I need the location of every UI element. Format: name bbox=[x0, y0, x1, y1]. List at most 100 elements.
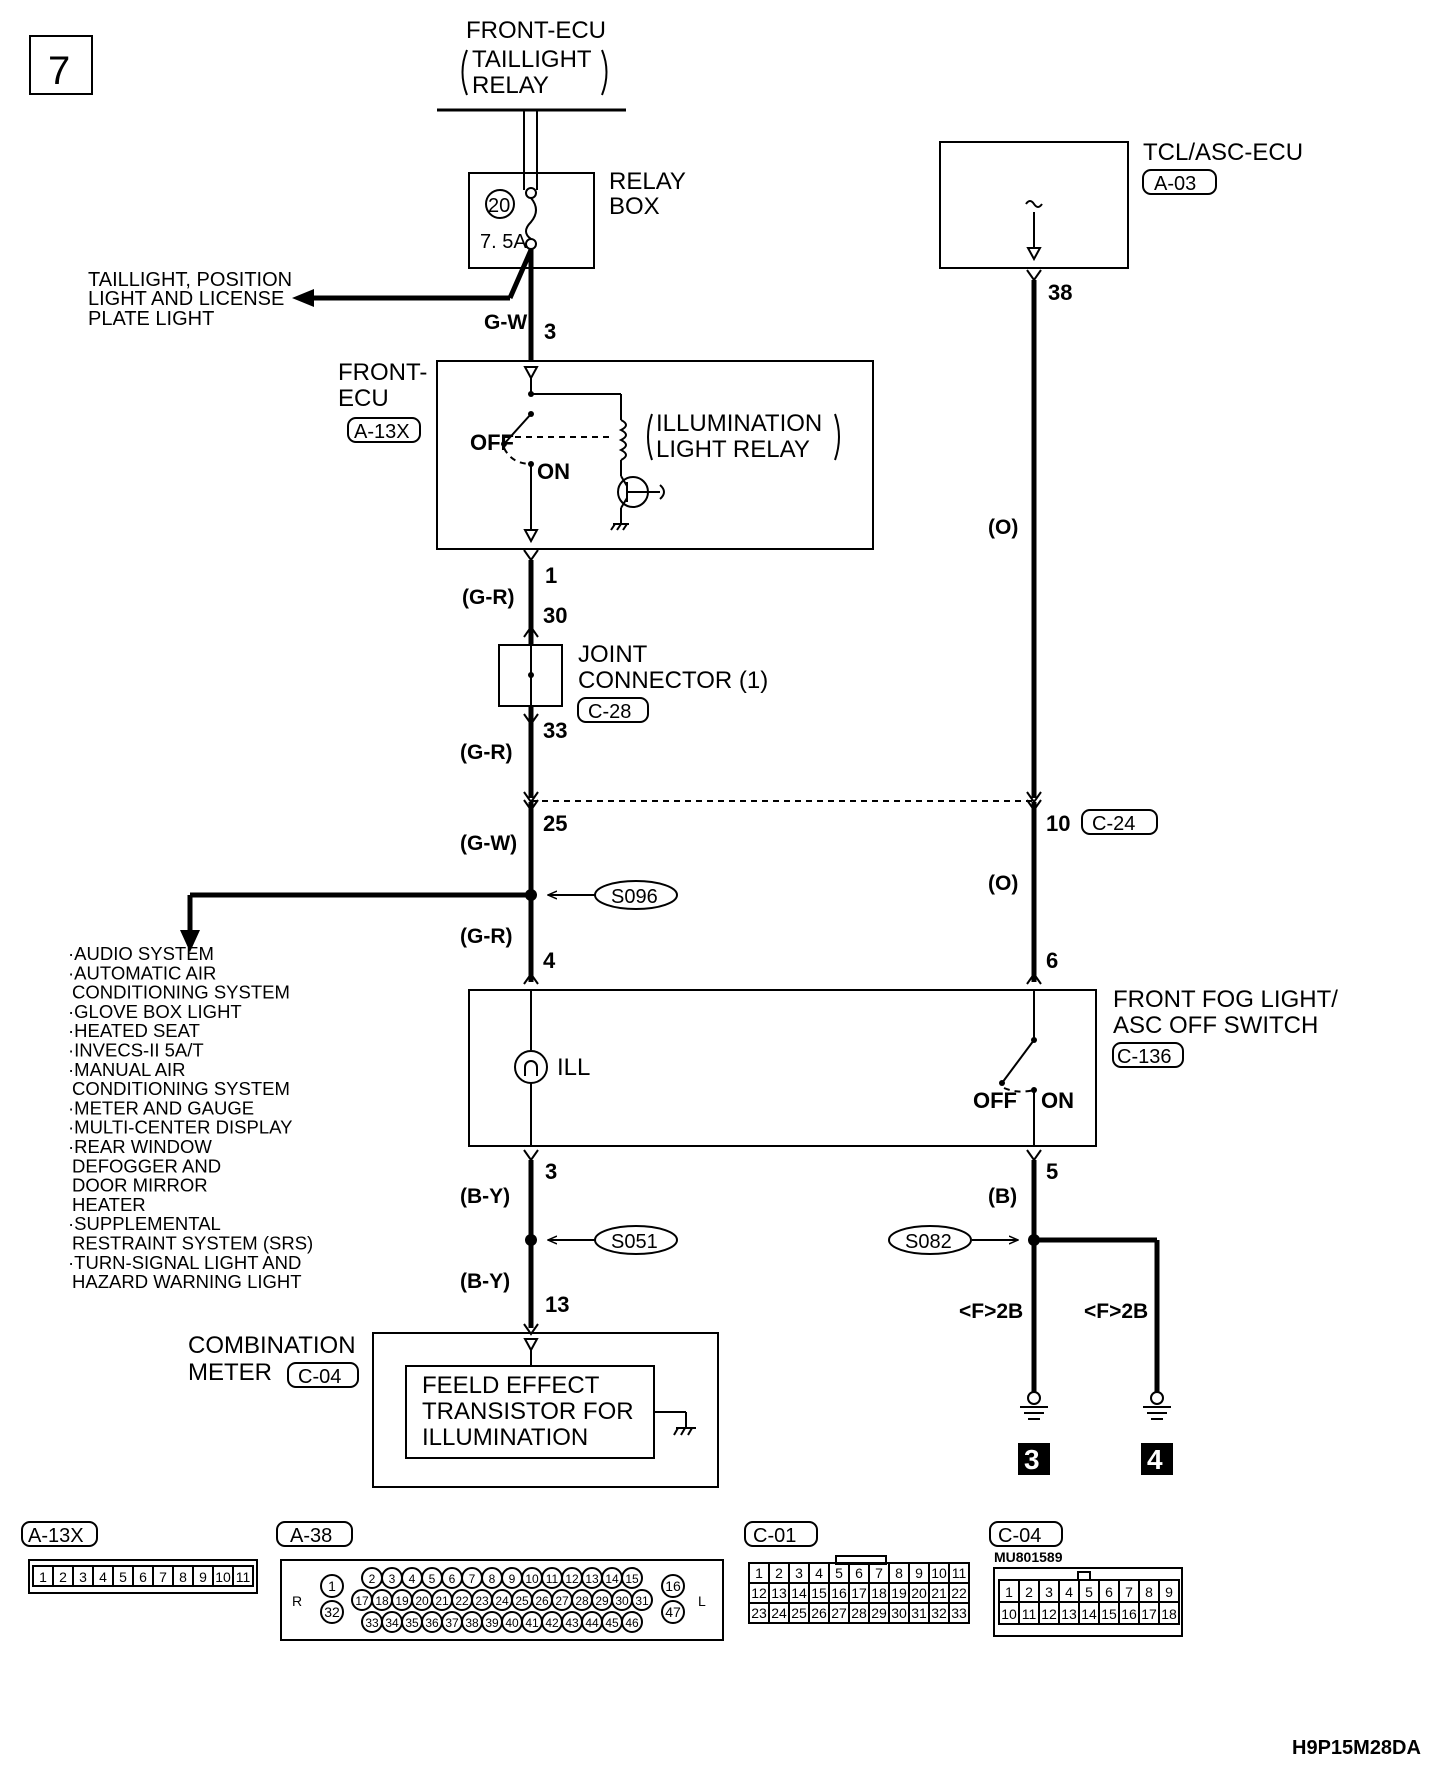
connector-pin: 28 bbox=[575, 1594, 589, 1608]
page-number: 7 bbox=[48, 49, 70, 93]
connector-pin: 5 bbox=[429, 1572, 436, 1586]
relay-box-title1: RELAY bbox=[609, 168, 686, 195]
connector-pin: 21 bbox=[931, 1585, 947, 1601]
connector-pin: 11 bbox=[952, 1565, 967, 1581]
pin-33: 33 bbox=[543, 718, 567, 743]
connector-pin: 5 bbox=[119, 1569, 127, 1585]
meter-title1: COMBINATION bbox=[188, 1332, 356, 1359]
connector-pin: 2 bbox=[775, 1565, 783, 1581]
connector-pin: 27 bbox=[555, 1594, 569, 1608]
ground-number-a: 3 bbox=[1024, 1444, 1040, 1475]
connector-pin: 18 bbox=[1161, 1606, 1177, 1622]
tcl-asc-ecu-connector: A-03 bbox=[1154, 173, 1196, 195]
connector-pin: 38 bbox=[465, 1616, 479, 1630]
connector-pin: 14 bbox=[605, 1572, 619, 1586]
fuse-rating: 7. 5A bbox=[480, 231, 527, 253]
connector-pin: 11 bbox=[546, 1572, 559, 1586]
connector-pin: 8 bbox=[1145, 1584, 1153, 1600]
top-source-sub2: RELAY bbox=[472, 72, 549, 99]
splice-s096: S096 bbox=[611, 886, 658, 908]
connector-pin: 26 bbox=[535, 1594, 549, 1608]
connector-pin: 30 bbox=[891, 1605, 907, 1621]
top-source-name: FRONT-ECU bbox=[466, 17, 606, 44]
connector-pin: 5 bbox=[1085, 1584, 1093, 1600]
connector-pin: 16 bbox=[1121, 1606, 1137, 1622]
wire-color-o2: (O) bbox=[988, 872, 1018, 895]
system-list-item-cont: CONDITIONING SYSTEM bbox=[72, 982, 290, 1003]
connector-pin: 7 bbox=[1125, 1584, 1133, 1600]
wire-color-gw1: G-W bbox=[484, 311, 527, 334]
connector-pin: 10 bbox=[215, 1569, 231, 1585]
connector-pin: 20 bbox=[911, 1585, 927, 1601]
connector-pin: 41 bbox=[525, 1616, 539, 1630]
connector-pin: 3 bbox=[795, 1565, 803, 1581]
tcl-asc-ecu-title: TCL/ASC-ECU bbox=[1143, 139, 1303, 166]
system-list: ·AUDIO SYSTEM·AUTOMATIC AIRCONDITIONING … bbox=[68, 943, 313, 1292]
connector-pin: 8 bbox=[489, 1572, 496, 1586]
joint-connector-line1: JOINT bbox=[578, 641, 648, 668]
wire-color-b1: (B) bbox=[988, 1185, 1017, 1208]
pin-30: 30 bbox=[543, 603, 567, 628]
connector-pin: 45 bbox=[605, 1616, 619, 1630]
meter-inner-line2: TRANSISTOR FOR bbox=[422, 1398, 634, 1425]
system-list-item: ·AUDIO SYSTEM bbox=[68, 943, 214, 964]
pin-13: 13 bbox=[545, 1292, 569, 1317]
connector-pin: 29 bbox=[871, 1605, 887, 1621]
connector-pin: 4 bbox=[1065, 1584, 1073, 1600]
front-ecu-relay-line2: LIGHT RELAY bbox=[656, 436, 810, 463]
connector-pin: 8 bbox=[895, 1565, 903, 1581]
lower-left-harness: 3 (B-Y) S051 (B-Y) 13 bbox=[460, 1149, 678, 1336]
connector-pin: 14 bbox=[791, 1585, 807, 1601]
connector-pin: 2 bbox=[369, 1572, 376, 1586]
ground-code-a: <F>2B bbox=[959, 1300, 1023, 1323]
connector-pin: 24 bbox=[771, 1605, 787, 1621]
connector-pin: 34 bbox=[385, 1616, 399, 1630]
connector-pin: 12 bbox=[1041, 1606, 1057, 1622]
connector-pin: 23 bbox=[751, 1605, 767, 1621]
connector-pin: 20 bbox=[415, 1594, 429, 1608]
connector-pin: 11 bbox=[1022, 1606, 1037, 1622]
splice-s051: S051 bbox=[611, 1231, 658, 1253]
lower-right-harness: 5 (B) S082 <F>2B <F>2B 3 4 bbox=[888, 1149, 1173, 1475]
pin-3a: 3 bbox=[544, 319, 556, 344]
front-ecu-on-label: ON bbox=[537, 459, 570, 484]
connector-pin: 28 bbox=[851, 1605, 867, 1621]
connector-a38-label: A-38 bbox=[290, 1525, 332, 1547]
system-list-item: ·TURN-SIGNAL LIGHT AND bbox=[68, 1252, 301, 1273]
wire-color-o1: (O) bbox=[988, 516, 1018, 539]
connector-pin: 6 bbox=[855, 1565, 863, 1581]
system-list-item: ·SUPPLEMENTAL bbox=[68, 1213, 221, 1234]
connector-pin: 6 bbox=[449, 1572, 456, 1586]
left-harness: 1 (G-R) 30 JOINT CONNECTOR (1) C-28 33 (… bbox=[180, 549, 768, 985]
connector-pin: 8 bbox=[179, 1569, 187, 1585]
connector-pin: 5 bbox=[835, 1565, 843, 1581]
connector-pin: 24 bbox=[495, 1594, 509, 1608]
connector-pin: 26 bbox=[811, 1605, 827, 1621]
connector-pin: 13 bbox=[1061, 1606, 1077, 1622]
inline-connector-c24: C-24 bbox=[1092, 813, 1135, 835]
switch-connector: C-136 bbox=[1117, 1046, 1171, 1068]
connector-pin: 11 bbox=[236, 1569, 251, 1585]
switch-title2: ASC OFF SWITCH bbox=[1113, 1012, 1318, 1039]
connector-pin: 9 bbox=[915, 1565, 923, 1581]
pin-4: 4 bbox=[543, 948, 556, 973]
connector-c04-label: C-04 bbox=[998, 1525, 1041, 1547]
connector-pin: 10 bbox=[931, 1565, 947, 1581]
system-list-item: ·METER AND GAUGE bbox=[68, 1097, 254, 1118]
connector-pin: 33 bbox=[365, 1616, 379, 1630]
pin-10: 10 bbox=[1046, 811, 1070, 836]
connector-pin: 30 bbox=[615, 1594, 629, 1608]
meter-connector: C-04 bbox=[298, 1366, 341, 1388]
wire-color-gr3: (G-R) bbox=[460, 925, 512, 948]
connector-pin: 13 bbox=[771, 1585, 787, 1601]
connector-pin: 16 bbox=[665, 1578, 681, 1594]
connector-c01-label: C-01 bbox=[753, 1525, 796, 1547]
connector-pin: 19 bbox=[395, 1594, 409, 1608]
system-list-item: ·MULTI-CENTER DISPLAY bbox=[68, 1117, 292, 1138]
connector-a38-side-left: R bbox=[292, 1593, 302, 1609]
connector-pin: 4 bbox=[409, 1572, 416, 1586]
